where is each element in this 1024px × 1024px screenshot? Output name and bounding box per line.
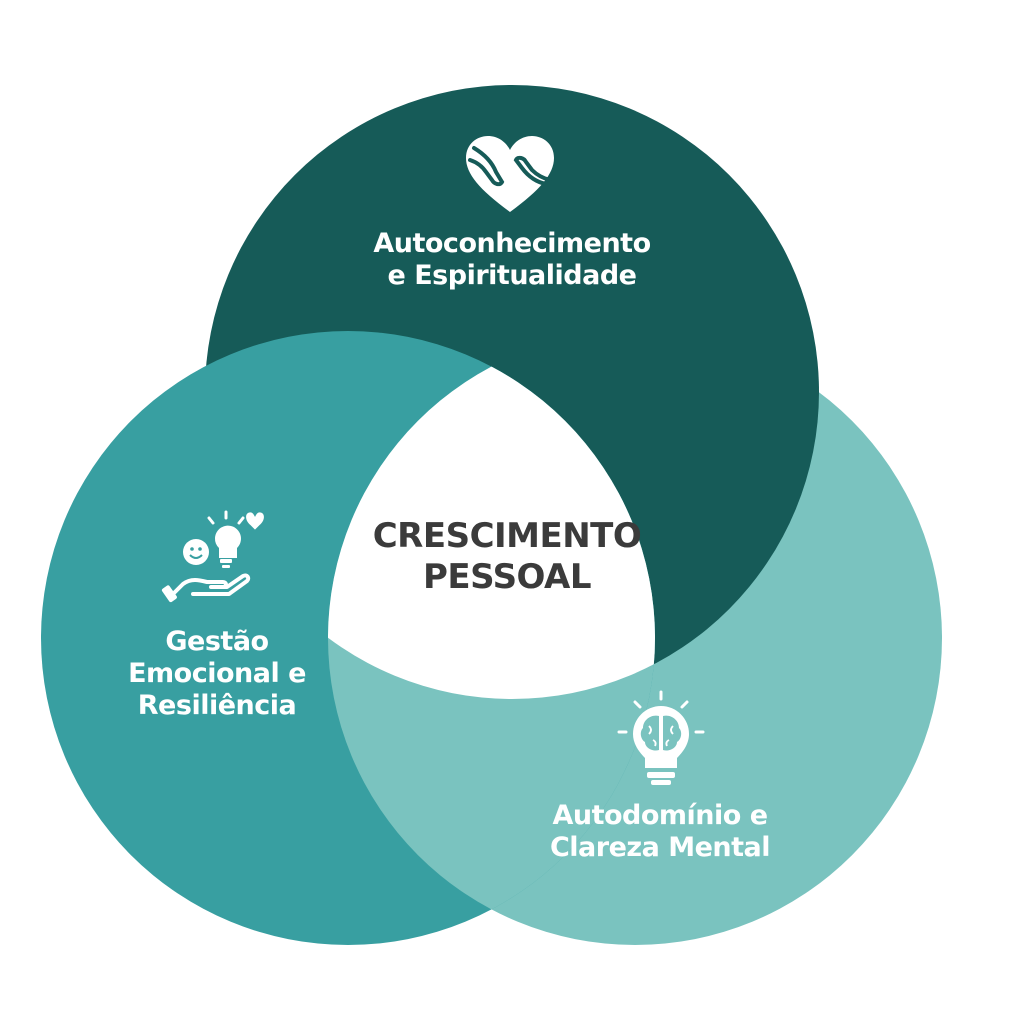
- section-top-line1: Autoconhecimento: [373, 228, 651, 259]
- center-title-line1: CRESCIMENTO: [372, 516, 642, 556]
- section-right-line1: Autodomínio e: [552, 800, 768, 831]
- section-top-line2: e Espiritualidade: [387, 259, 637, 291]
- section-left-line1: Gestão: [165, 626, 269, 657]
- section-right-line2: Clareza Mental: [549, 831, 771, 863]
- heart-hands-icon: [466, 136, 554, 212]
- center-title-line2: PESSOAL: [422, 556, 592, 597]
- section-label-right: Autodomínio e Clareza Mental: [520, 800, 800, 864]
- section-label-top: Autoconhecimento e Espiritualidade: [312, 228, 712, 292]
- brain-lightbulb-icon: [617, 690, 705, 785]
- section-left-line2: Emocional e: [128, 657, 306, 689]
- section-left-line3: Resiliência: [137, 689, 297, 721]
- emotion-lightbulb-hand-icon: [161, 510, 264, 603]
- center-title: CRESCIMENTO PESSOAL: [332, 516, 682, 598]
- center-intersection: [328, 331, 655, 699]
- section-label-left: Gestão Emocional e Resiliência: [92, 626, 342, 722]
